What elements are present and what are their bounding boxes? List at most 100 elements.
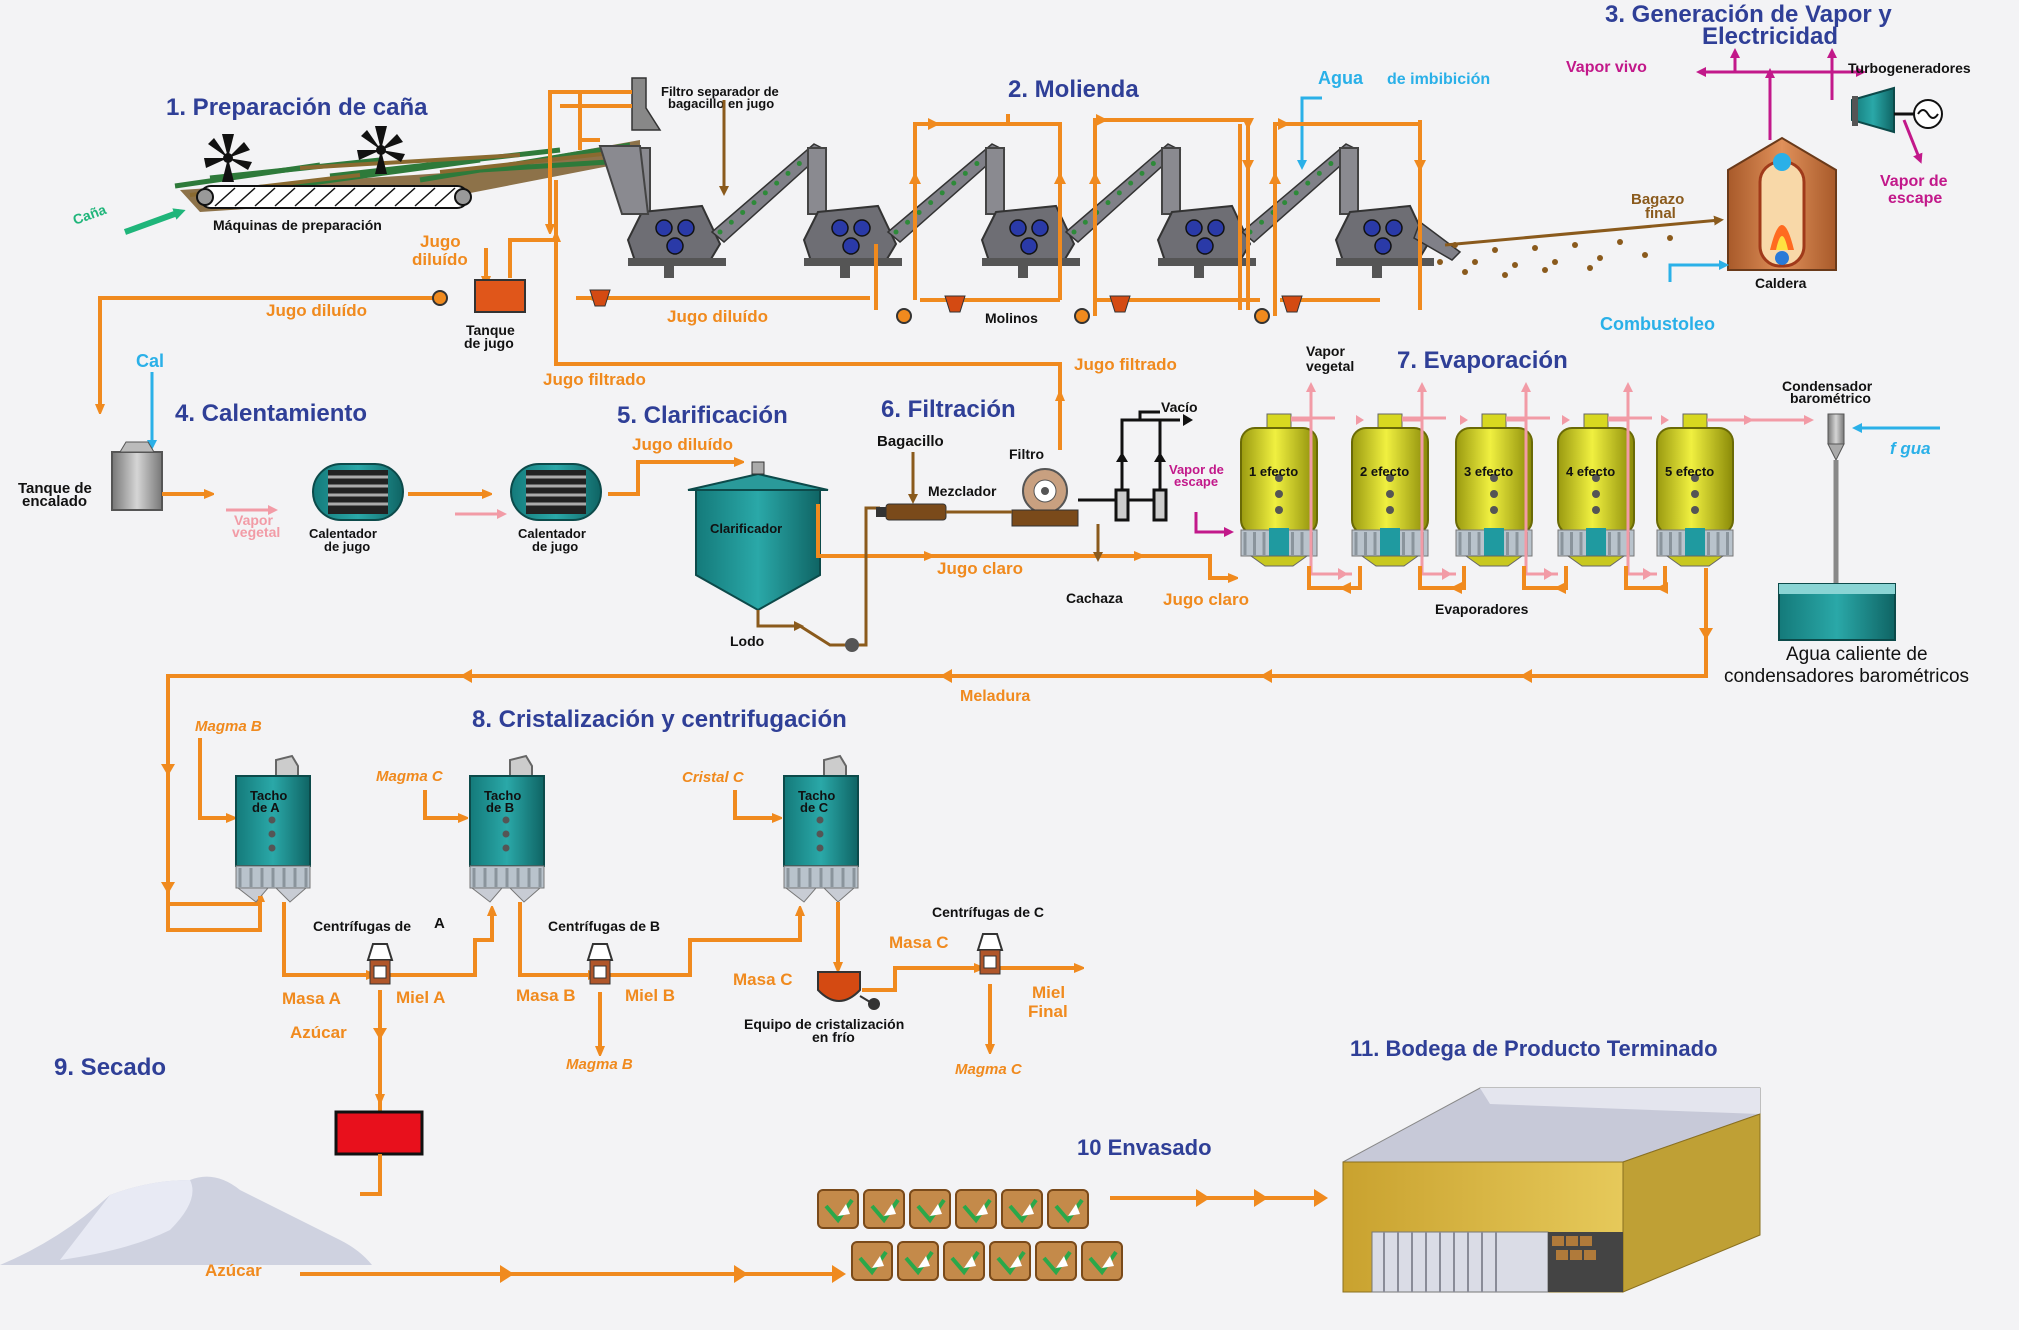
agua-imbibicion-arrow	[1297, 96, 1322, 170]
bagazo-label-1: Bagazo	[1631, 191, 1684, 208]
jugo-claro-label-b: Jugo claro	[1163, 590, 1249, 609]
tacho-label: de C	[800, 800, 829, 815]
mill-3	[980, 143, 1182, 278]
jugo-filtrado-label-a: Jugo filtrado	[543, 370, 646, 389]
title-molienda: 2. Molienda	[1008, 76, 1139, 103]
filtro-rotatorio	[1011, 468, 1079, 527]
title-cristalizacion: 8. Cristalización y centrifugación	[472, 706, 847, 733]
mill-2	[802, 143, 1006, 278]
calentador-1-label-1: Calentador	[309, 526, 377, 541]
meladura-label: Meladura	[960, 688, 1030, 705]
turbogenerador	[1851, 86, 1943, 134]
miel-final-label-1: Miel	[1032, 983, 1065, 1002]
mill-pumps	[432, 289, 1303, 324]
mezclador	[885, 503, 947, 521]
sugar-bag	[851, 1241, 893, 1281]
condensador-barometrico	[1778, 413, 1896, 641]
cane-conveyor	[174, 140, 641, 212]
vapor-vegetal-label-1: Vapor	[234, 512, 273, 528]
tacho-label: de B	[486, 800, 514, 815]
azucar-arrowhead	[373, 1028, 387, 1040]
condensador-label-2: barométrico	[1790, 390, 1871, 406]
jugo-diluido-left-label: Jugo diluído	[266, 301, 367, 320]
tanque-jugo-label-1: Tanque	[466, 322, 515, 338]
vacio-label: Vacío	[1161, 399, 1198, 415]
cane-knife-1	[204, 134, 252, 182]
warehouse-arrows	[1196, 1189, 1328, 1207]
filtro-sep-label-1: Filtro separador de	[661, 84, 779, 99]
sugar-bag	[955, 1189, 997, 1229]
sugar-bag	[863, 1189, 905, 1229]
filtro-label: Filtro	[1009, 446, 1044, 462]
evaporador-4: 4 efecto	[1557, 382, 1669, 594]
sugar-bag	[1001, 1189, 1043, 1229]
calentador-2	[510, 463, 602, 521]
evaporador-3: 3 efecto	[1455, 382, 1570, 594]
title-generacion-2: Electricidad	[1702, 23, 1838, 50]
evaporadores-label: Evaporadores	[1435, 601, 1529, 617]
tanque-encalado-label-1: Tanque de	[18, 480, 92, 497]
title-bodega: 11. Bodega de Producto Terminado	[1350, 1036, 1718, 1061]
mill-5	[1334, 147, 1462, 278]
vapor-escape-label-1: Vapor de	[1880, 173, 1948, 190]
jugo-diluido-clar-label: Jugo diluído	[632, 435, 733, 454]
vapor-escape-label-2: escape	[1888, 190, 1942, 207]
miel-final-label-2: Final	[1028, 1002, 1068, 1021]
equipo-label-2: en frío	[812, 1029, 855, 1045]
mill-4	[1156, 143, 1360, 278]
mezclador-motor	[876, 507, 886, 517]
vacio-arrow-out	[1183, 414, 1193, 426]
vapor-escape-evap-label-1: Vapor de	[1169, 462, 1224, 477]
clarificador	[687, 461, 829, 612]
secador	[334, 1110, 424, 1156]
vapor-vegetal-top-label-2: vegetal	[1306, 358, 1354, 374]
sugar-bag	[1035, 1241, 1077, 1281]
evaporador-2: 2 efecto	[1351, 382, 1468, 594]
jugo-diluido-mills-label: Jugo diluído	[667, 307, 768, 326]
caldera-label: Caldera	[1755, 275, 1807, 291]
bagazo-particles	[1437, 235, 1673, 278]
sugar-bag	[897, 1241, 939, 1281]
evaporador-5: 5 efecto	[1656, 413, 1734, 567]
bagazo-label-2: final	[1645, 205, 1676, 222]
evaporador-1: 1 efecto	[1240, 382, 1364, 594]
efecto-label-2: 2 efecto	[1360, 464, 1409, 479]
masa-a-label: Masa A	[282, 989, 341, 1008]
mill-1	[626, 143, 828, 278]
sugar-bag	[1047, 1189, 1089, 1229]
cachaza-label: Cachaza	[1066, 590, 1123, 606]
molinos-label: Molinos	[985, 310, 1038, 326]
caldera	[1727, 136, 1837, 271]
title-secado: 9. Secado	[54, 1054, 166, 1081]
sugar-bag	[989, 1241, 1031, 1281]
tacho-label: de A	[252, 800, 280, 815]
filtro-sep-label-2: bagacillo en jugo	[668, 96, 774, 111]
combustoleo-arrow	[1668, 260, 1729, 282]
calentador-2-label-2: de jugo	[532, 539, 578, 554]
vapor-escape-evap-arrow	[1194, 512, 1234, 537]
cane-knife-2	[357, 126, 405, 174]
tanque-encalado	[111, 441, 163, 511]
miel-b-label: Miel B	[625, 986, 675, 1005]
vapor-vivo-lines	[1696, 48, 1923, 164]
mill-loop-arrows	[909, 114, 1426, 184]
title-preparacion: 1. Preparación de caña	[166, 94, 428, 121]
vapor-vegetal-top-label-1: Vapor	[1306, 343, 1345, 359]
sugar-pile	[0, 1176, 372, 1265]
agua-label-1: Agua	[1318, 68, 1364, 88]
first-mill-chute	[598, 145, 650, 215]
agua-caliente-label-2: condensadores barométricos	[1724, 666, 1969, 687]
agua-label-2: de imbibición	[1387, 71, 1490, 88]
tacho-label: Tacho	[250, 788, 287, 803]
turbogeneradores-label: Turbogeneradores	[1848, 60, 1971, 76]
title-filtracion: 6. Filtración	[881, 396, 1016, 423]
heater-line	[162, 462, 740, 519]
calentador-2-label-1: Calentador	[518, 526, 586, 541]
equipo-label-1: Equipo de cristalización	[744, 1016, 904, 1032]
masa-b-label: Masa B	[516, 986, 576, 1005]
cristal-c-arrow	[733, 790, 778, 818]
title-generacion-1: 3. Generación de Vapor y	[1605, 1, 1892, 28]
masa-c1-label: Masa C	[733, 970, 793, 989]
